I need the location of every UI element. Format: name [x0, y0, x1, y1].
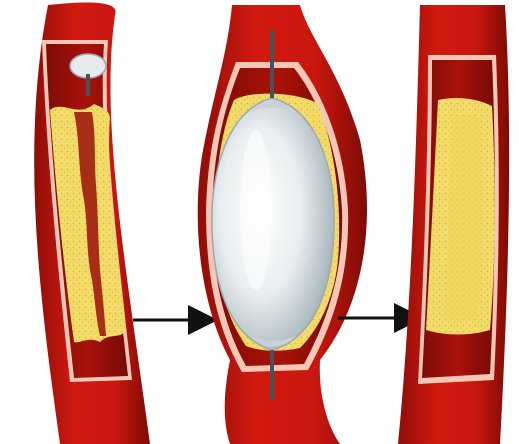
stage-3-widened-artery [398, 5, 509, 444]
balloon [212, 98, 334, 350]
balloon-highlight [240, 130, 272, 290]
catheter-wire [86, 74, 90, 96]
stage-2-balloon-inflated [198, 5, 367, 444]
stage-1-narrowed-artery [34, 2, 150, 444]
